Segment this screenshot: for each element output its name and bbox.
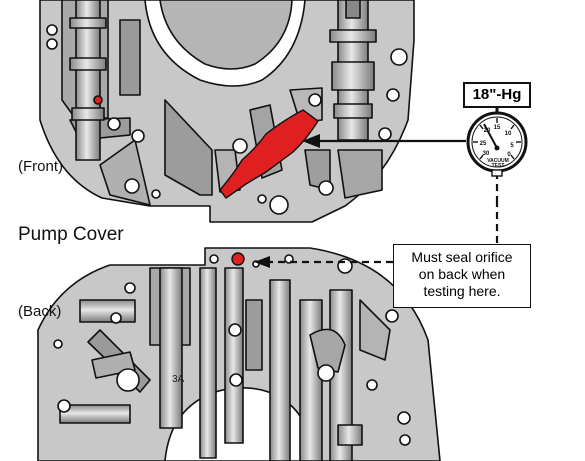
gauge-scale-label: 10 — [505, 131, 512, 137]
gauge-scale-label: 15 — [494, 125, 501, 131]
arrow-head-back — [254, 256, 270, 268]
arrow-head-front — [302, 134, 320, 148]
back-orifice — [231, 252, 245, 266]
gauge-scale-label: 30 — [483, 151, 490, 157]
gauge-scale-label: 20 — [484, 128, 491, 134]
back-casting — [37, 247, 441, 461]
callout-line: testing here. — [423, 283, 501, 299]
vacuum-gauge: 20 15 10 5 0 25 30 VACUUM TEST — [466, 107, 528, 177]
gauge-caption: VACUUM — [487, 158, 509, 164]
gauge-reading-box: 18"-Hg — [463, 82, 531, 108]
front-label: (Front) — [18, 158, 63, 175]
seal-orifice-callout: Must seal orifice on back when testing h… — [393, 244, 531, 308]
gauge-caption: TEST — [492, 163, 505, 169]
back-label: (Back) — [18, 303, 62, 320]
casting-mark: 3A — [172, 374, 185, 385]
gauge-scale-label: 0 — [507, 152, 511, 158]
callout-line: Must seal orifice — [411, 249, 513, 265]
gauge-scale-label: 25 — [480, 141, 487, 147]
pump-cover-label: Pump Cover — [18, 224, 124, 245]
gauge-scale-label: 5 — [510, 143, 514, 149]
front-casting — [39, 0, 415, 223]
gauge-needle — [483, 123, 498, 149]
callout-line: on back when — [418, 266, 506, 282]
front-highlight-passage — [219, 109, 319, 199]
